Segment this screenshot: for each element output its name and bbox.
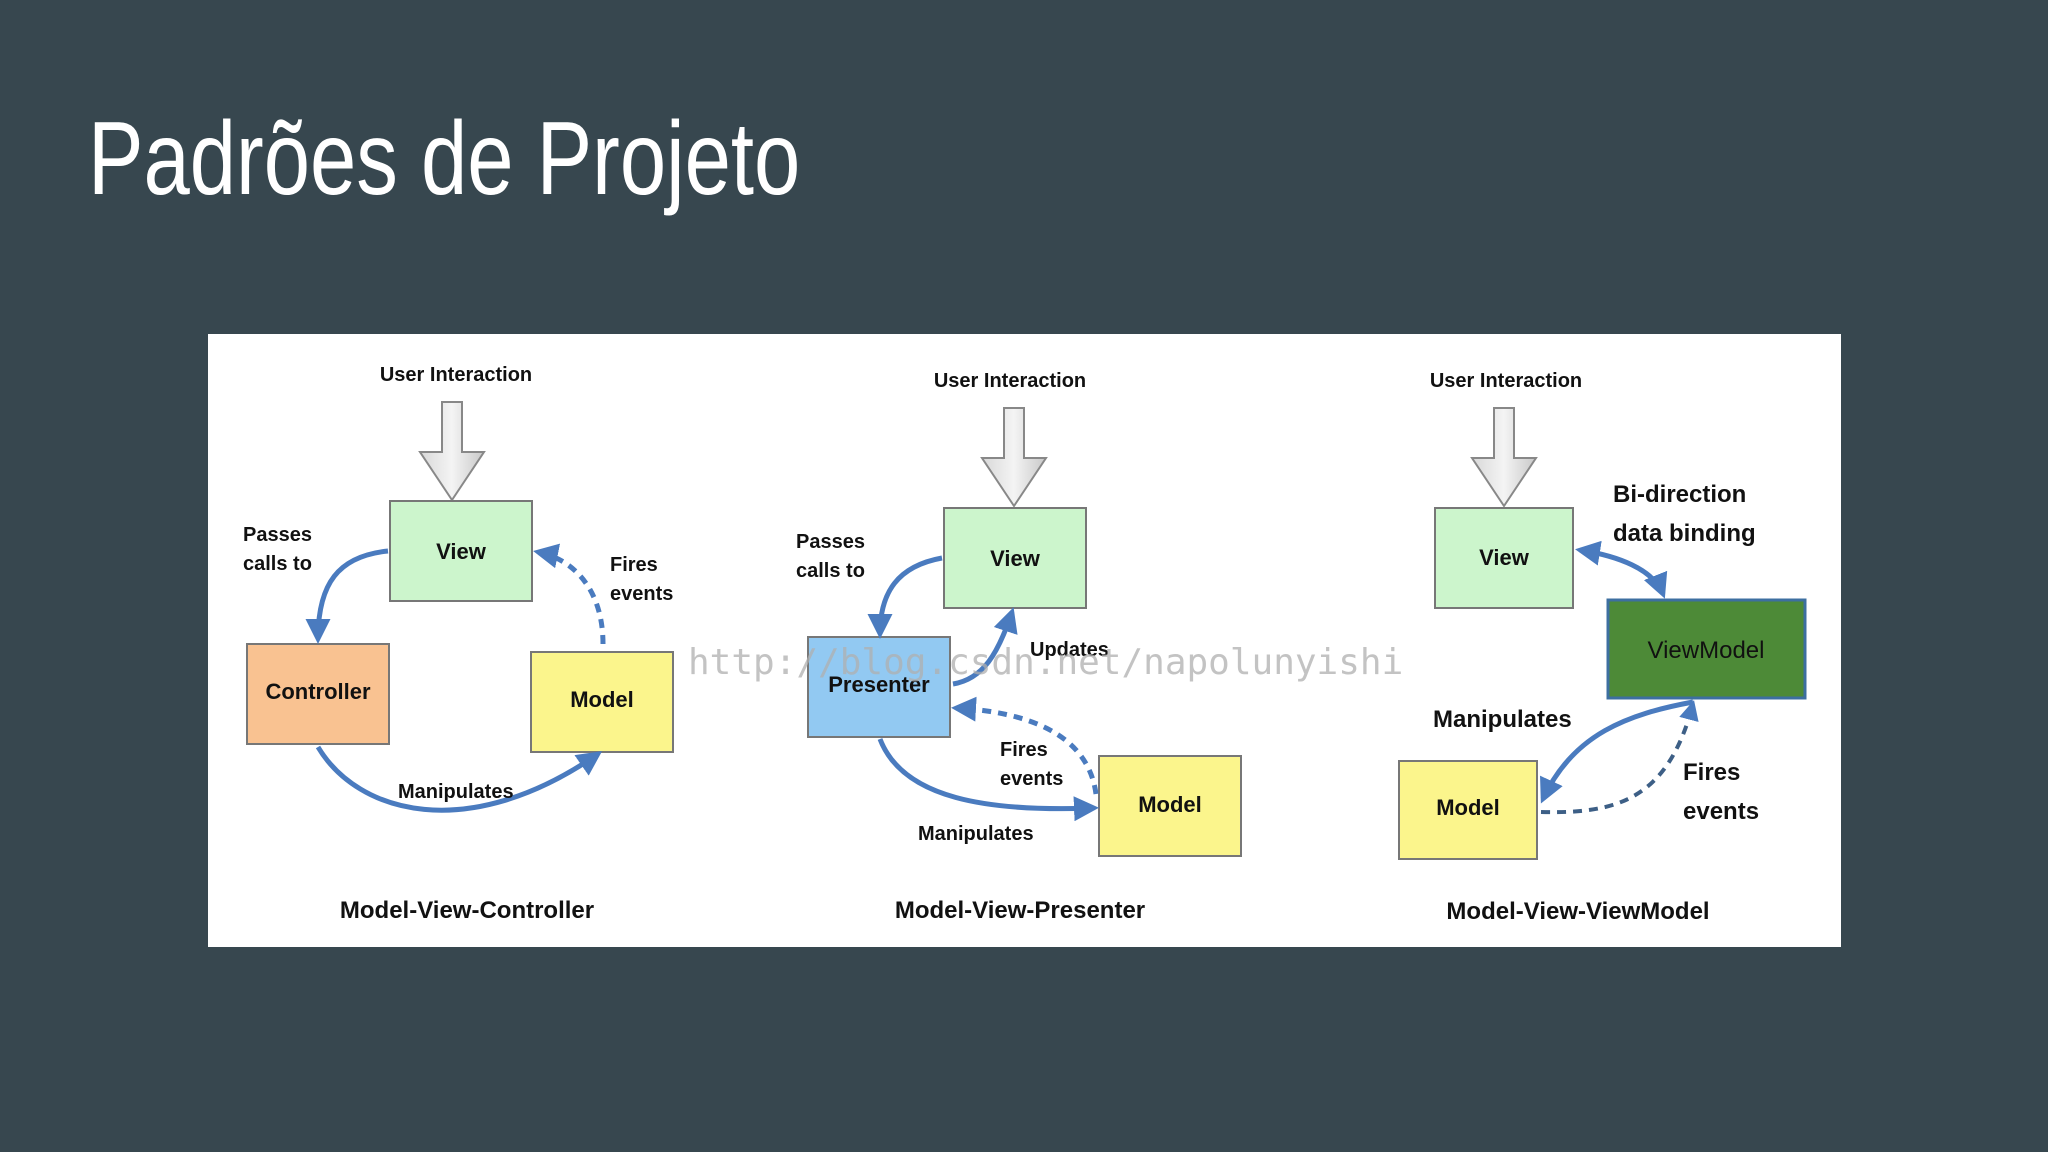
mvc-fires-events-label-2: events: [610, 583, 673, 605]
mvvm-bidirection-label-1: Bi-direction: [1613, 481, 1746, 508]
mvp-passes-calls-label-2: calls to: [796, 560, 865, 582]
mvp-model-box: [1098, 755, 1242, 857]
mvvm-caption: Model-View-ViewModel: [1446, 898, 1709, 925]
mvvm-manipulates-arrow: [1540, 699, 1694, 804]
mvc-view-label: View: [436, 539, 487, 564]
mvc-controller-box: [246, 643, 390, 745]
mvvm-fires-events-label-2: events: [1683, 798, 1759, 825]
mvc-user-interaction-arrow-icon: [418, 401, 486, 502]
mvp-fires-events-label-1: Fires: [1000, 739, 1048, 761]
watermark-text: http://blog.csdn.net/napolunyishi: [688, 642, 1403, 683]
mvp-view-label: View: [990, 546, 1041, 571]
mvvm-model-label: Model: [1436, 795, 1500, 820]
mvc-model-label: Model: [570, 687, 634, 712]
mvvm-view-label: View: [1479, 545, 1530, 570]
slide-title: Padrões de Projeto: [88, 101, 801, 217]
mvvm-bidirection-arrow: [1575, 540, 1668, 599]
mvp-manipulates-arrow: [877, 738, 1099, 822]
mvvm-viewmodel-label: ViewModel: [1648, 637, 1765, 664]
mvc-user-interaction-label: User Interaction: [380, 364, 532, 386]
mvc-passes-calls-label-1: Passes: [243, 524, 312, 546]
mvp-fires-events-label-2: events: [1000, 768, 1063, 790]
mvc-view-box: [389, 500, 533, 602]
mvvm-fires-events-label-1: Fires: [1683, 759, 1740, 786]
mvp-updates-label: Updates: [1030, 639, 1109, 661]
mvvm-user-interaction-label: User Interaction: [1430, 370, 1582, 392]
mvp-caption: Model-View-Presenter: [895, 897, 1145, 924]
mvp-presenter-label: Presenter: [828, 672, 930, 697]
mvvm-user-interaction-arrow-icon: [1470, 407, 1538, 508]
mvc-model-box: [530, 651, 674, 753]
mvvm-diagram: User Interaction View ViewModel Model Bi…: [1398, 370, 1807, 925]
mvp-user-interaction-arrow-icon: [980, 407, 1048, 508]
mvp-manipulates-label: Manipulates: [918, 823, 1034, 845]
mvp-passes-calls-arrow: [867, 555, 943, 639]
mvc-fires-events-label-1: Fires: [610, 554, 658, 576]
mvvm-manipulates-label: Manipulates: [1433, 706, 1572, 733]
mvc-fires-events-arrow: [533, 543, 606, 645]
mvvm-model-box: [1398, 760, 1538, 860]
mvp-passes-calls-label-1: Passes: [796, 531, 865, 553]
mvc-passes-calls-label-2: calls to: [243, 553, 312, 575]
mvp-model-label: Model: [1138, 792, 1202, 817]
mvp-updates-arrow: [952, 607, 1018, 687]
mvc-passes-calls-arrow: [305, 548, 389, 644]
mvp-diagram: User Interaction View Presenter Model Pa…: [796, 370, 1242, 924]
mvvm-bidirection-label-2: data binding: [1613, 520, 1756, 547]
mvc-manipulates-label: Manipulates: [398, 781, 514, 803]
architecture-patterns-figure: User Interaction View Controller Model P…: [208, 334, 1841, 947]
mvc-caption: Model-View-Controller: [340, 897, 594, 924]
mvc-manipulates-arrow: [315, 745, 603, 813]
mvvm-fires-events-arrow: [1540, 700, 1699, 815]
mvc-diagram: User Interaction View Controller Model P…: [243, 364, 674, 924]
mvvm-viewmodel-box: [1606, 598, 1807, 700]
mvp-fires-events-arrow: [951, 696, 1099, 795]
mvc-controller-label: Controller: [265, 679, 371, 704]
mvvm-view-box: [1434, 507, 1574, 609]
mvp-user-interaction-label: User Interaction: [934, 370, 1086, 392]
